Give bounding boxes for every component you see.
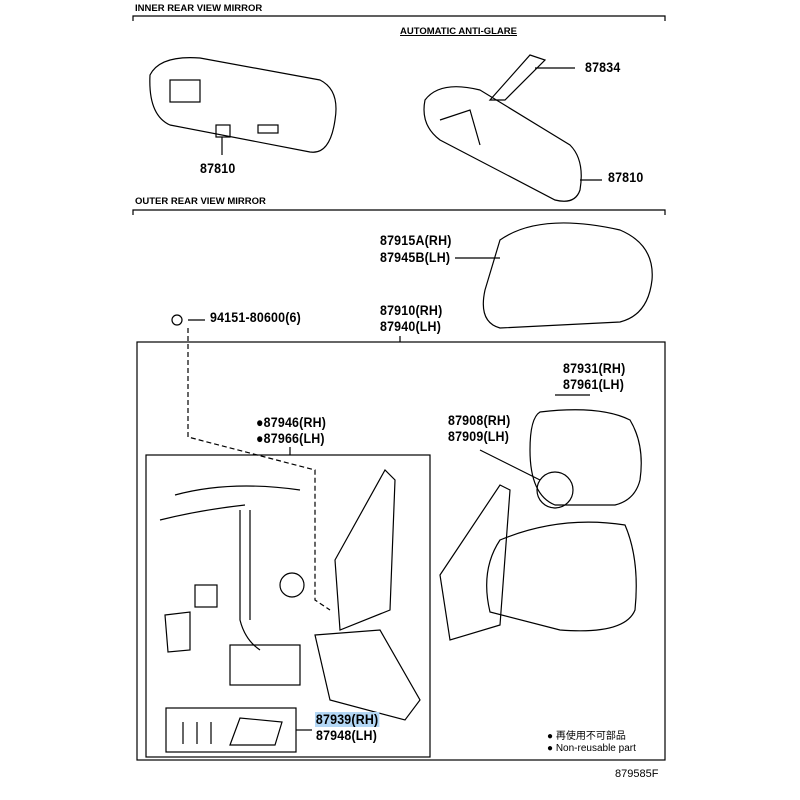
label-87961[interactable]: 87961(LH) — [563, 377, 625, 392]
legend-japanese: ● 再使用不可部品 — [547, 731, 626, 742]
figure-id: 879585F — [615, 768, 659, 780]
label-87810-right[interactable]: 87810 — [608, 170, 644, 185]
actuator-part — [536, 471, 574, 509]
subtitle-automatic-anti-glare: AUTOMATIC ANTI-GLARE — [400, 26, 517, 37]
bracket-part — [334, 469, 396, 631]
label-87948[interactable]: 87948(LH) — [316, 728, 378, 743]
section-title-inner: INNER REAR VIEW MIRROR — [135, 3, 263, 14]
assembly-box — [136, 341, 666, 761]
sub-assembly-box — [145, 454, 431, 758]
outer-section-line — [132, 209, 666, 215]
legend-en-text: Non-reusable part — [555, 743, 636, 754]
screws-part — [182, 717, 283, 746]
label-87908[interactable]: 87908(RH) — [448, 413, 511, 428]
label-87909[interactable]: 87909(LH) — [448, 429, 510, 444]
label-87939-highlighted[interactable]: 87939(RH) — [315, 712, 380, 727]
bolt-part — [171, 314, 183, 326]
wire-harness-part — [159, 485, 305, 686]
mirror-glass-part — [529, 409, 642, 506]
label-87946[interactable]: ●87946(RH) — [256, 415, 327, 430]
mirror-housing-part — [486, 521, 637, 632]
label-94151[interactable]: 94151-80600(6) — [210, 310, 301, 325]
label-87945b[interactable]: 87945B(LH) — [380, 250, 451, 265]
label-87810-left[interactable]: 87810 — [200, 161, 236, 176]
label-87940[interactable]: 87940(LH) — [380, 319, 442, 334]
87834-part — [488, 54, 547, 101]
label-87915a[interactable]: 87915A(RH) — [380, 233, 452, 248]
label-87910[interactable]: 87910(RH) — [380, 303, 443, 318]
inner-section-line — [132, 15, 666, 21]
label-87966[interactable]: ●87966(LH) — [256, 431, 325, 446]
legend-english: ● Non-reusable part — [547, 743, 636, 754]
label-87834[interactable]: 87834 — [585, 60, 621, 75]
inner-mirror-right — [423, 54, 602, 202]
inner-mirror-left — [149, 57, 337, 155]
section-title-outer: OUTER REAR VIEW MIRROR — [135, 196, 266, 207]
label-87931[interactable]: 87931(RH) — [563, 361, 626, 376]
mirror-cover-part — [482, 222, 653, 329]
legend-jp-text: 再使用不可部品 — [555, 731, 626, 742]
